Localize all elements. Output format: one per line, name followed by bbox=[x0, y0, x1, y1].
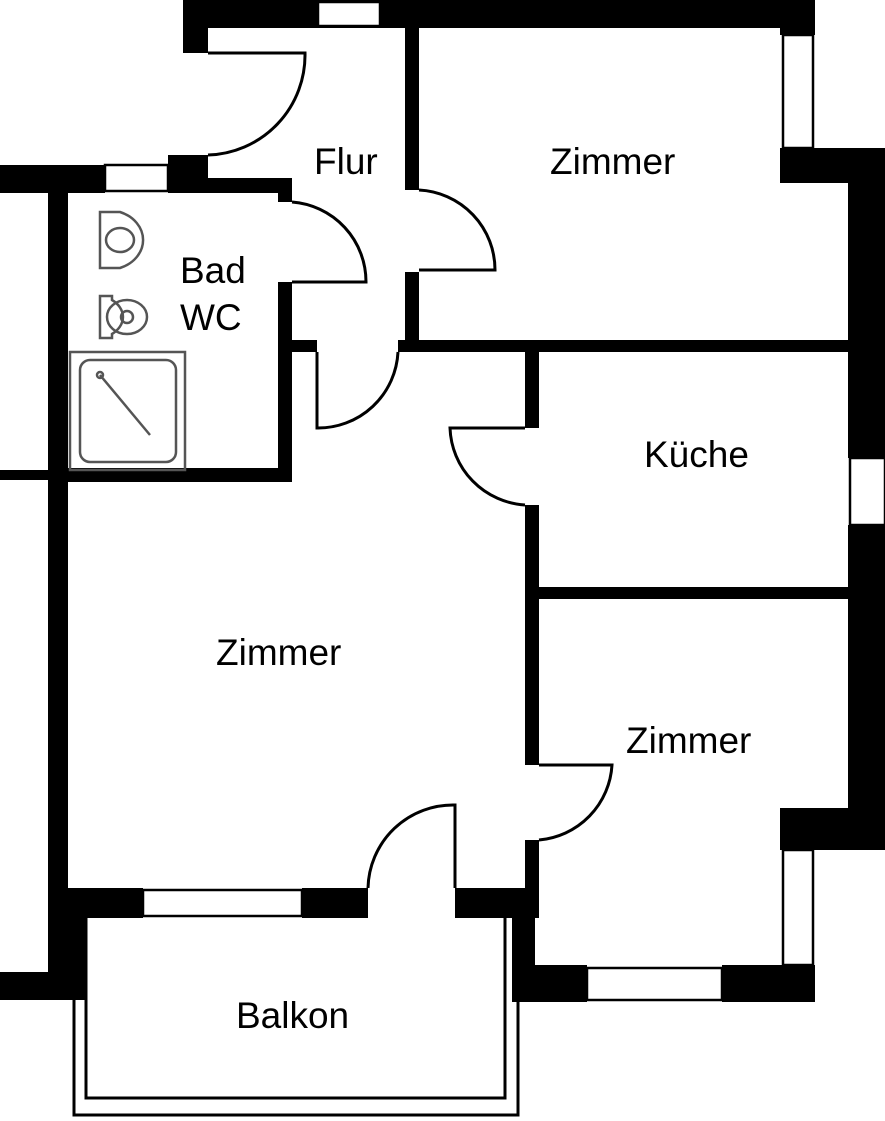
wall-entry-left bbox=[183, 28, 208, 53]
door-kueche bbox=[448, 426, 526, 507]
wall-left-divider bbox=[0, 470, 68, 480]
door-balkon bbox=[366, 803, 457, 889]
shower-drain-line bbox=[99, 374, 151, 436]
wall-bad-bottom bbox=[48, 468, 292, 482]
toilet-icon bbox=[98, 294, 125, 340]
window-right-kueche bbox=[848, 456, 885, 527]
wall-right-lower-step bbox=[780, 808, 885, 850]
walls bbox=[0, 0, 885, 1002]
wall-left-outer-bottom bbox=[48, 918, 86, 1000]
label-zimmer-main: Zimmer bbox=[216, 632, 341, 673]
wall-flur-zimmer bbox=[405, 28, 419, 190]
label-kueche: Küche bbox=[644, 434, 749, 475]
door-zimmer-top bbox=[418, 188, 497, 272]
window-top bbox=[316, 0, 382, 28]
window-right-top bbox=[781, 33, 815, 150]
wall-right-column bbox=[848, 148, 885, 458]
label-flur: Flur bbox=[314, 141, 378, 182]
wall-top bbox=[183, 0, 815, 28]
door-entry bbox=[207, 51, 307, 157]
wall-bad-right bbox=[278, 178, 292, 202]
wall-mid-horizontal bbox=[292, 340, 317, 352]
wall-bottom-mid bbox=[302, 888, 368, 918]
bathroom-fixtures bbox=[68, 210, 187, 472]
wall-kueche-bottom bbox=[525, 587, 848, 599]
wall-bad-top-b bbox=[208, 178, 288, 193]
label-zimmer-right: Zimmer bbox=[626, 720, 751, 761]
wall-top-left-block bbox=[95, 165, 105, 193]
wall-kueche-left-b bbox=[525, 505, 539, 765]
label-balkon: Balkon bbox=[236, 995, 349, 1036]
wall-flur-zimmer-b bbox=[405, 272, 419, 352]
wall-right-mid bbox=[848, 525, 885, 835]
window-bottom-main bbox=[141, 888, 304, 918]
wall-kueche-left bbox=[525, 352, 539, 428]
wall-zimmer-right-left bbox=[525, 840, 539, 918]
balcony-railing bbox=[84, 918, 507, 1100]
wall-mid-horizontal-b bbox=[398, 340, 848, 352]
wall-bottom-right-b bbox=[722, 965, 815, 1002]
wall-top-right bbox=[780, 0, 815, 35]
room-labels: Flur Zimmer Bad WC Küche Zimmer Zimmer B… bbox=[180, 141, 751, 1036]
shower-tray-outer bbox=[68, 350, 187, 472]
shower-icon bbox=[78, 358, 178, 464]
shower-head bbox=[95, 370, 105, 380]
window-right-zimmer bbox=[781, 848, 815, 967]
wall-left-top bbox=[0, 165, 100, 193]
wall-right-pillar bbox=[512, 918, 535, 1002]
toilet-bowl bbox=[119, 309, 135, 325]
wall-bad-top bbox=[168, 155, 208, 193]
label-zimmer-top: Zimmer bbox=[550, 141, 675, 182]
window-bottom-zimmer bbox=[585, 966, 724, 1002]
sink-icon bbox=[98, 210, 145, 270]
door-zimmer-right bbox=[538, 763, 614, 842]
doors bbox=[207, 51, 614, 889]
wall-bad-right-b bbox=[278, 282, 292, 482]
sink-basin bbox=[104, 226, 136, 254]
door-main-zimmer bbox=[315, 351, 400, 430]
balcony bbox=[72, 918, 520, 1117]
balcony-railing-outer bbox=[72, 1000, 520, 1117]
window-bad bbox=[103, 163, 170, 193]
wall-left-outer bbox=[48, 190, 68, 1000]
toilet-seat bbox=[105, 298, 149, 336]
label-bad: Bad bbox=[180, 250, 246, 291]
door-bad bbox=[291, 200, 368, 284]
wall-bottom-mid-b bbox=[455, 888, 535, 918]
label-wc: WC bbox=[180, 297, 242, 338]
windows bbox=[103, 0, 885, 1002]
